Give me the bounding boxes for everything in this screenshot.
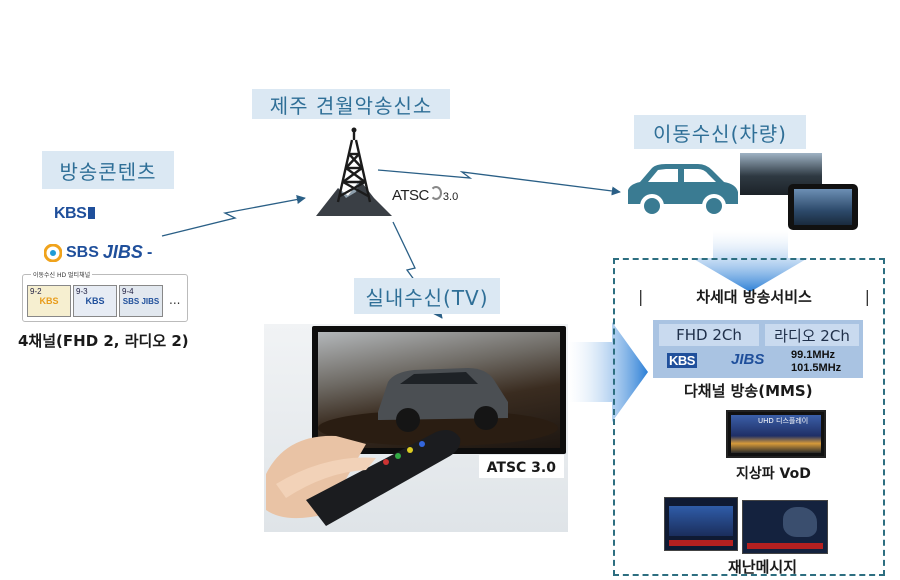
four-channels-caption: 4채널(FHD 2, 라디오 2) (18, 332, 189, 350)
disaster-caption: 재난메시지 (728, 558, 798, 576)
down-arrow-car-to-services (692, 230, 808, 292)
transmitter-label: 제주 견월악송신소 (252, 89, 450, 119)
tv-remote-icon (266, 430, 461, 526)
mms-caption: 다채널 방송(MMS) (684, 382, 813, 400)
disaster-screen-1 (664, 497, 738, 551)
broadcast-content-label: 방송콘텐츠 (42, 151, 174, 189)
channel-strip: 이동수신 HD 멀티채널 9-2 KBS 9-3 KBS 9-4 SBS JIB… (22, 270, 188, 322)
disaster-screen-2 (742, 500, 828, 554)
kbs-logo: KBS (54, 205, 96, 223)
radio-chip: 라디오 2Ch (765, 324, 859, 346)
services-title: 차세대 방송서비스 (696, 288, 812, 306)
atsc-tower-logo: ATSC 3.0 (392, 186, 459, 204)
mms-frequencies: 99.1MHz 101.5MHz (791, 349, 841, 375)
big-arrow-tv-to-services (568, 322, 648, 422)
fhd-chip: FHD 2Ch (659, 324, 759, 346)
indoor-reception-label: 실내수신(TV) (354, 278, 500, 314)
atsc-tv-badge: ATSC 3.0 (486, 460, 556, 476)
services-panel (613, 258, 885, 576)
vod-banner: UHD 디스플레이 (758, 417, 809, 425)
suv-image (318, 368, 558, 446)
sbs-jibs-logo: SBS JIBS - (44, 242, 152, 263)
channel-thumb: 9-3 KBS (73, 285, 117, 317)
channel-thumb: 9-2 KBS (27, 285, 71, 317)
channel-thumb: 9-4 SBS JIBS (119, 285, 163, 317)
frequency-1: 99.1MHz (791, 349, 836, 361)
arrow-tower-to-car (377, 169, 621, 196)
channel-strip-caption: 이동수신 HD 멀티채널 (31, 270, 93, 279)
channel-strip-ellipsis: ... (169, 293, 181, 307)
tv-screen (318, 332, 560, 448)
broadcast-tower-icon (316, 127, 392, 216)
car-icon (628, 164, 738, 218)
services-header: | 차세대 방송서비스 | (638, 287, 870, 306)
vod-thumbnail: UHD 디스플레이 (726, 410, 826, 458)
arrow-content-to-tower (161, 195, 306, 237)
frequency-2: 101.5MHz (791, 362, 842, 374)
mms-kbs-logo: KBS (667, 353, 697, 368)
mms-box: FHD 2Ch 라디오 2Ch KBS JIBS 99.1MHz 101.5MH… (653, 320, 863, 378)
tablet-icon (788, 184, 858, 230)
sbs-emblem-icon (44, 243, 62, 262)
mms-jibs-logo: JIBS (731, 351, 765, 368)
mobile-reception-label: 이동수신(차량) (634, 115, 806, 149)
vod-caption: 지상파 VoD (736, 466, 811, 482)
